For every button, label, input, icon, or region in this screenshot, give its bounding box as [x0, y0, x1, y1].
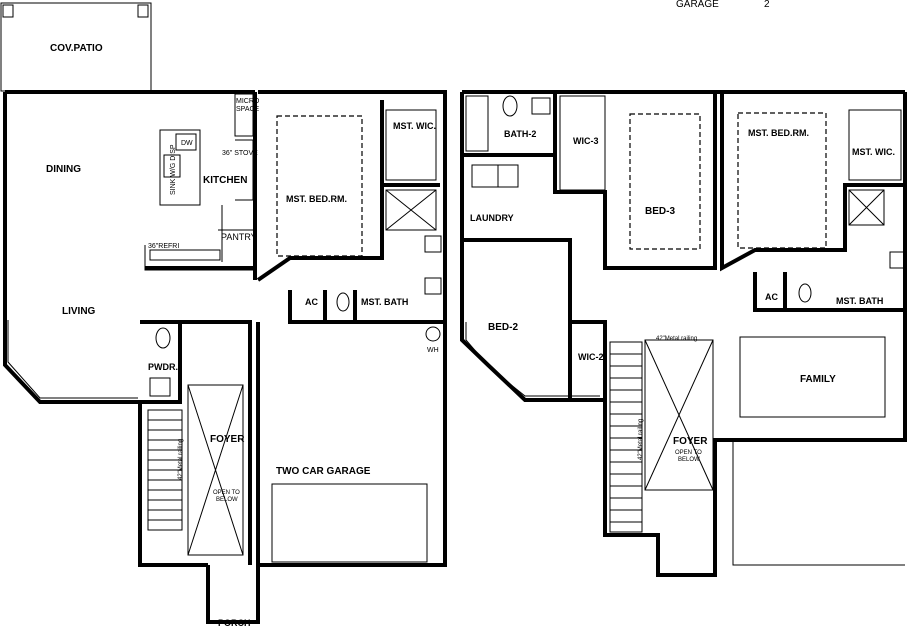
pantry-walls	[218, 205, 255, 262]
dw-label: DW	[181, 140, 193, 147]
bed2-label: BED-2	[488, 322, 518, 333]
shower-box	[385, 189, 437, 231]
living-label: LIVING	[62, 306, 96, 317]
pwdr-label: PWDR.	[148, 362, 178, 372]
second-floor-stairs	[609, 341, 643, 533]
sink-label: SINK W/G DISP	[170, 144, 177, 195]
shower2-box	[848, 189, 885, 226]
micro-label-1: MICRO	[236, 98, 260, 105]
railing-top-label: 42"Metal railing	[656, 336, 697, 342]
mst-bath-toilet	[336, 292, 350, 312]
mst-wic-shelf	[385, 109, 437, 181]
railing-label: 42"Metal railing	[178, 439, 184, 480]
refri-counter	[149, 249, 221, 261]
foyer2-open-area	[644, 339, 714, 491]
bath2-toilet	[502, 95, 518, 117]
kitchen-island	[159, 129, 201, 206]
foyer2-label: FOYER	[673, 436, 708, 447]
bed3-walls	[603, 92, 717, 270]
open-to-label-1: OPEN TO	[213, 490, 240, 496]
bed3-ceiling	[629, 113, 701, 250]
pwdr-toilet	[155, 327, 171, 349]
ac-label: AC	[305, 297, 318, 307]
garage-room-label: TWO CAR GARAGE	[276, 466, 371, 477]
open-to2-label-1: OPEN TO	[675, 450, 702, 456]
mst-bed2-walls	[720, 92, 905, 272]
micro-label-2: SPACE	[236, 106, 260, 113]
first-floor-stairs	[147, 409, 183, 531]
dining-label: DINING	[46, 164, 81, 175]
bed3-label: BED-3	[645, 206, 675, 217]
open-to2-label-2: BELOW	[678, 457, 700, 463]
bed2-walls	[568, 268, 607, 400]
mst-bath2-toilet	[798, 283, 812, 303]
mst-wic-label: MST. WIC.	[393, 121, 436, 131]
dw-box	[175, 133, 197, 151]
mst-bath-sink-1	[424, 235, 442, 253]
foyer2-open-cross	[644, 339, 714, 491]
kitchen-label: KITCHEN	[203, 175, 247, 186]
mst-bed-south-wall	[256, 185, 384, 282]
patio-post-left	[2, 4, 14, 18]
foyer-open-cross	[187, 384, 244, 556]
garage-door	[271, 483, 428, 563]
pwdr-walls	[140, 320, 252, 565]
mst-bed2-ceiling	[737, 112, 827, 249]
shower-cross	[385, 189, 437, 231]
second-floor-exterior-wall	[460, 90, 907, 577]
railing-side-label: 42"Metal railing	[638, 419, 644, 460]
bath-laundry-walls	[462, 92, 607, 268]
wic2-label: WIC-2	[578, 352, 604, 362]
pantry-label: PANTRY	[221, 232, 257, 242]
water-heater	[425, 326, 441, 342]
bed2-bay-inner	[465, 322, 600, 397]
open-to-label-2: BELOW	[216, 497, 238, 503]
mst-bed-ceiling	[276, 115, 363, 257]
mst-wic2-label: MST. WIC.	[852, 147, 895, 157]
ac-bath-walls	[288, 290, 445, 324]
garage-label: GARAGE	[676, 0, 719, 10]
ac2-label: AC	[765, 292, 778, 302]
shower2-cross	[848, 189, 885, 226]
family-label: FAMILY	[800, 374, 836, 385]
wh-label: WH	[427, 347, 439, 354]
cov-patio-label: COV.PATIO	[50, 43, 103, 54]
washer	[471, 164, 499, 188]
porch-label: PORCH	[218, 618, 251, 627]
foyer-label: FOYER	[210, 434, 245, 445]
mst-bath2-sink	[889, 251, 905, 269]
bath2-label: BATH-2	[504, 129, 536, 139]
dryer	[497, 164, 519, 188]
mst-wic-wall	[380, 100, 440, 187]
pwdr-sink	[149, 377, 171, 397]
mst-bath-sink-2	[424, 277, 442, 295]
foyer-open-area	[187, 384, 244, 556]
refri-label: 36"REFRI	[148, 243, 179, 250]
mst-bed-label: MST. BED.RM.	[286, 194, 347, 204]
laundry-label: LAUNDRY	[470, 213, 514, 223]
family-rug	[739, 336, 886, 418]
garage-count: 2	[764, 0, 770, 10]
bath2-tub	[465, 95, 489, 152]
mst-bed2-label: MST. BED.RM.	[748, 128, 809, 138]
kitchen-south-wall	[145, 266, 257, 280]
mst-bath2-label: MST. BATH	[836, 296, 883, 306]
first-floor-plan: COV.PATIO DINING KITCHEN MICRO SPACE 36"…	[0, 2, 447, 627]
stove-counter	[235, 139, 254, 201]
micro-space-box	[234, 93, 254, 137]
open-below-line	[732, 440, 905, 566]
mst-bath-label: MST. BATH	[361, 297, 408, 307]
stove-label: 36" STOVE	[222, 150, 258, 157]
bath2-sink	[531, 97, 551, 115]
mst-wic2-shelf	[848, 109, 902, 181]
living-bay-inner	[7, 320, 138, 399]
ac2-walls	[753, 272, 905, 312]
second-floor-plan: BATH-2 WIC-3 LAUNDRY BED-3 MST. BED.RM. …	[460, 90, 907, 577]
wic3-label: WIC-3	[573, 136, 599, 146]
wic3-shelf	[559, 95, 606, 191]
sink-box	[163, 154, 181, 178]
patio-post-right	[137, 4, 149, 18]
